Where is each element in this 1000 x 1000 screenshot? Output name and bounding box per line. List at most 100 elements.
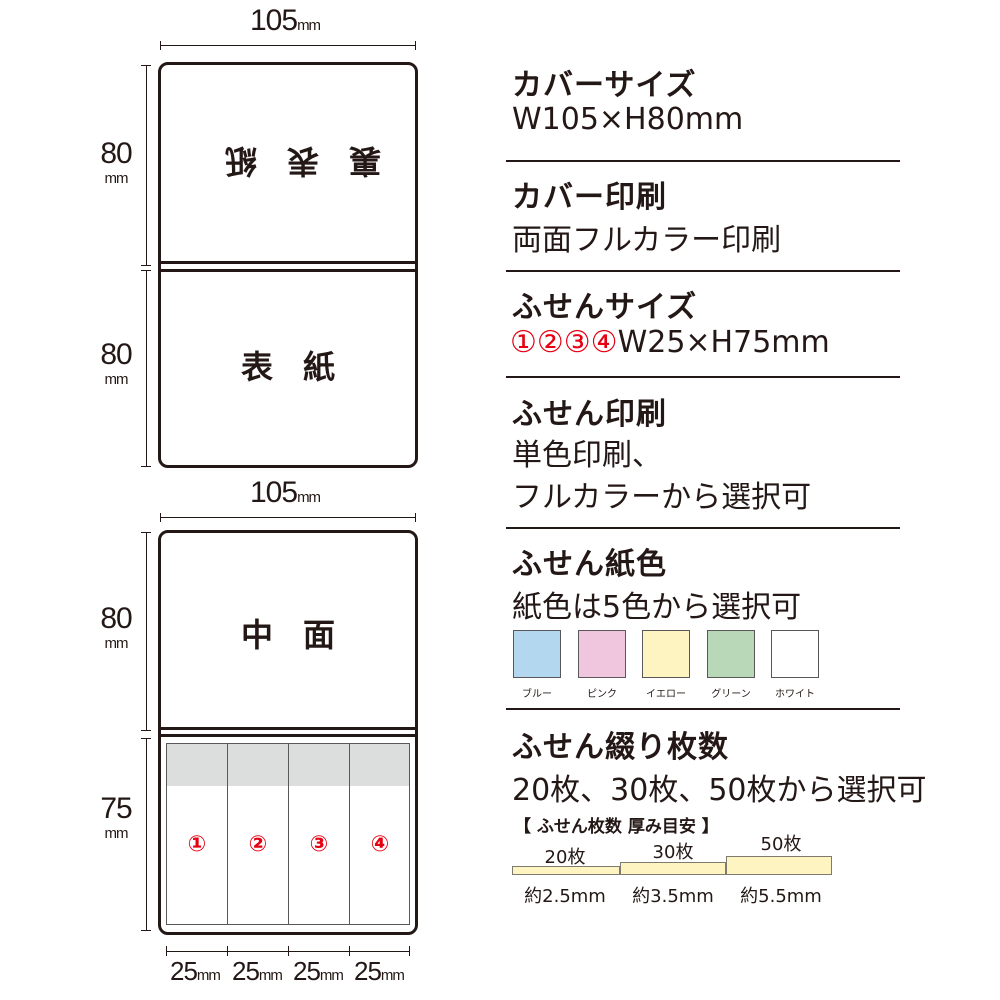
front-cover-label: 表紙: [240, 348, 365, 386]
divider-5: [506, 708, 900, 710]
sticky-width-1-unit: mm: [196, 967, 221, 984]
front-height-line: [146, 270, 147, 466]
cover-width-unit: mm: [297, 17, 321, 34]
sticky-divider-3: [349, 743, 350, 925]
inner-fold-line-2: [158, 734, 418, 737]
inner-height-unit: mm: [104, 635, 129, 652]
sheet-count-value: 20枚、30枚、50枚から選択可: [512, 773, 927, 808]
back-cover-label: 裏表紙: [195, 142, 382, 180]
sticky-height-value: 75: [100, 792, 132, 825]
divider-4: [506, 527, 900, 529]
front-height-dimension: 80 mm: [94, 340, 138, 388]
inner-height-dimension: 80 mm: [94, 602, 138, 652]
swatch-blue: [513, 630, 561, 678]
inner-width-tick-left: [160, 513, 161, 522]
sticky-height-dimension: 75 mm: [94, 792, 138, 842]
cover-width-tick-left: [160, 41, 161, 50]
sticky-size-title: ふせんサイズ: [512, 290, 698, 325]
cover-width-value: 105: [250, 4, 298, 37]
back-height-value: 80: [100, 137, 132, 170]
sticky-number-3: ③: [309, 832, 329, 857]
cover-width-dimension: 105mm: [250, 4, 321, 38]
inner-width-value: 105: [250, 476, 298, 509]
back-height-line: [146, 65, 147, 265]
sticky-print-title: ふせん印刷: [512, 397, 667, 432]
count-20-label: 20枚: [544, 847, 586, 868]
swatch-yellow-label: イエロー: [646, 689, 686, 700]
swatch-yellow: [642, 630, 690, 678]
sticky-size-line: ①②③④W25×H75mm: [510, 325, 830, 360]
sticky-width-2: 25mm: [232, 956, 283, 987]
back-height-tick-top: [141, 65, 151, 66]
swatch-white: [771, 630, 819, 678]
count-50-label: 50枚: [760, 834, 802, 855]
sticky-width-4-unit: mm: [380, 967, 405, 984]
front-height-unit: mm: [104, 371, 129, 388]
divider-2: [506, 270, 900, 272]
sticky-width-tick-1: [227, 946, 228, 956]
swatch-white-label: ホワイト: [775, 689, 815, 700]
sheet-count-title: ふせん綴り枚数: [512, 730, 729, 765]
cover-print-title: カバー印刷: [512, 180, 667, 215]
cover-width-tick-right: [415, 41, 416, 50]
cover-width-line: [160, 45, 416, 46]
sticky-width-tick-2: [288, 946, 289, 956]
thickness-20-label: 約2.5mm: [524, 886, 606, 907]
inner-height-line: [146, 532, 147, 730]
sticky-height-line: [146, 738, 147, 930]
swatch-green-label: グリーン: [711, 689, 751, 700]
back-height-unit: mm: [104, 170, 129, 187]
cover-outline: [158, 62, 418, 468]
sticky-width-4: 25mm: [354, 956, 405, 987]
sticky-divider-2: [288, 743, 289, 925]
divider-1: [506, 160, 900, 162]
cover-fold-line-1: [158, 261, 418, 264]
thickness-bar-50: [726, 856, 832, 875]
swatch-pink: [578, 630, 626, 678]
sticky-print-line1: 単色印刷、: [512, 438, 662, 473]
sticky-width-1-value: 25: [170, 956, 198, 986]
cover-print-value: 両面フルカラー印刷: [512, 223, 782, 258]
sticky-width-4-value: 25: [354, 956, 382, 986]
thickness-bar-30: [620, 862, 726, 875]
sticky-height-unit: mm: [104, 825, 129, 842]
back-height-dimension: 80 mm: [94, 137, 138, 187]
sticky-width-3-unit: mm: [319, 967, 344, 984]
sticky-size-numbers: ①②③④: [510, 325, 618, 360]
divider-3: [506, 376, 900, 378]
inner-label: 中面: [240, 616, 365, 654]
inner-height-value: 80: [100, 602, 132, 635]
sticky-width-2-unit: mm: [258, 967, 283, 984]
front-height-tick-top: [141, 270, 151, 271]
swatch-green: [707, 630, 755, 678]
inner-fold-line-1: [158, 727, 418, 730]
count-30-label: 30枚: [652, 842, 694, 863]
inner-width-unit: mm: [297, 489, 321, 506]
sticky-print-line2: フルカラーから選択可: [512, 480, 812, 515]
thickness-50-label: 約5.5mm: [740, 886, 822, 907]
sticky-divider-1: [227, 743, 228, 925]
swatch-blue-label: ブルー: [522, 689, 552, 700]
inner-height-tick-top: [141, 532, 151, 533]
inner-height-tick-bottom: [141, 730, 151, 731]
sticky-width-3: 25mm: [293, 956, 344, 987]
cover-fold-line-2: [158, 269, 418, 272]
sticky-width-tick-3: [349, 946, 350, 956]
inner-width-tick-right: [415, 513, 416, 522]
sticky-number-1: ①: [187, 832, 207, 857]
sticky-width-1: 25mm: [170, 956, 221, 987]
sticky-width-2-value: 25: [232, 956, 260, 986]
sticky-width-tick-0: [166, 946, 167, 956]
front-height-tick-bottom: [141, 466, 151, 467]
swatch-pink-label: ピンク: [587, 689, 617, 700]
thickness-guide-title: 【 ふせん枚数 厚み目安 】: [514, 817, 719, 837]
sticky-size-value: W25×H75mm: [617, 325, 830, 360]
cover-size-title: カバーサイズ: [512, 68, 697, 103]
cover-size-value: W105×H80mm: [512, 102, 744, 137]
paper-color-value: 紙色は5色から選択可: [512, 590, 802, 625]
sticky-height-tick-top: [141, 738, 151, 739]
thickness-30-label: 約3.5mm: [632, 886, 714, 907]
thickness-bar-20: [512, 866, 620, 875]
inner-width-dimension: 105mm: [250, 476, 321, 510]
paper-color-title: ふせん紙色: [512, 547, 667, 582]
